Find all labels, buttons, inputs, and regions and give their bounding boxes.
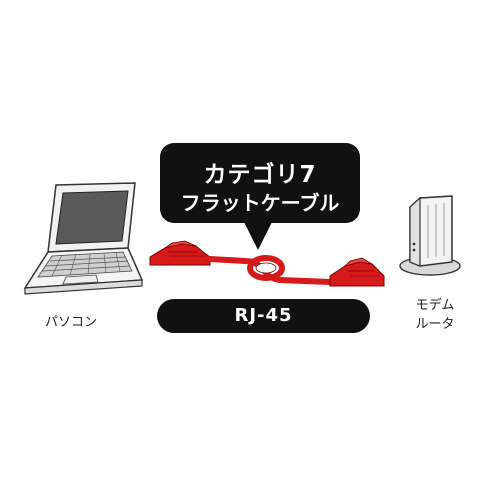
cable-title-bubble: カテゴリ7 フラットケーブル [160,143,360,223]
pc-label: パソコン [44,315,97,330]
modem-label: モデム ルータ [405,296,465,334]
right-rj45-connector [329,257,385,287]
cable-loop [247,255,285,281]
cable-title-line1: カテゴリ7 [203,162,317,188]
bubble-tail [244,222,272,250]
cable-strip [207,256,333,285]
cable-title-line2: フラットケーブル [180,191,340,215]
modem-label-line1: モデム [415,298,455,313]
modem-label-line2: ルータ [415,317,455,332]
connector-label: RJ-45 [157,299,370,333]
left-rj45-connector [149,240,211,266]
